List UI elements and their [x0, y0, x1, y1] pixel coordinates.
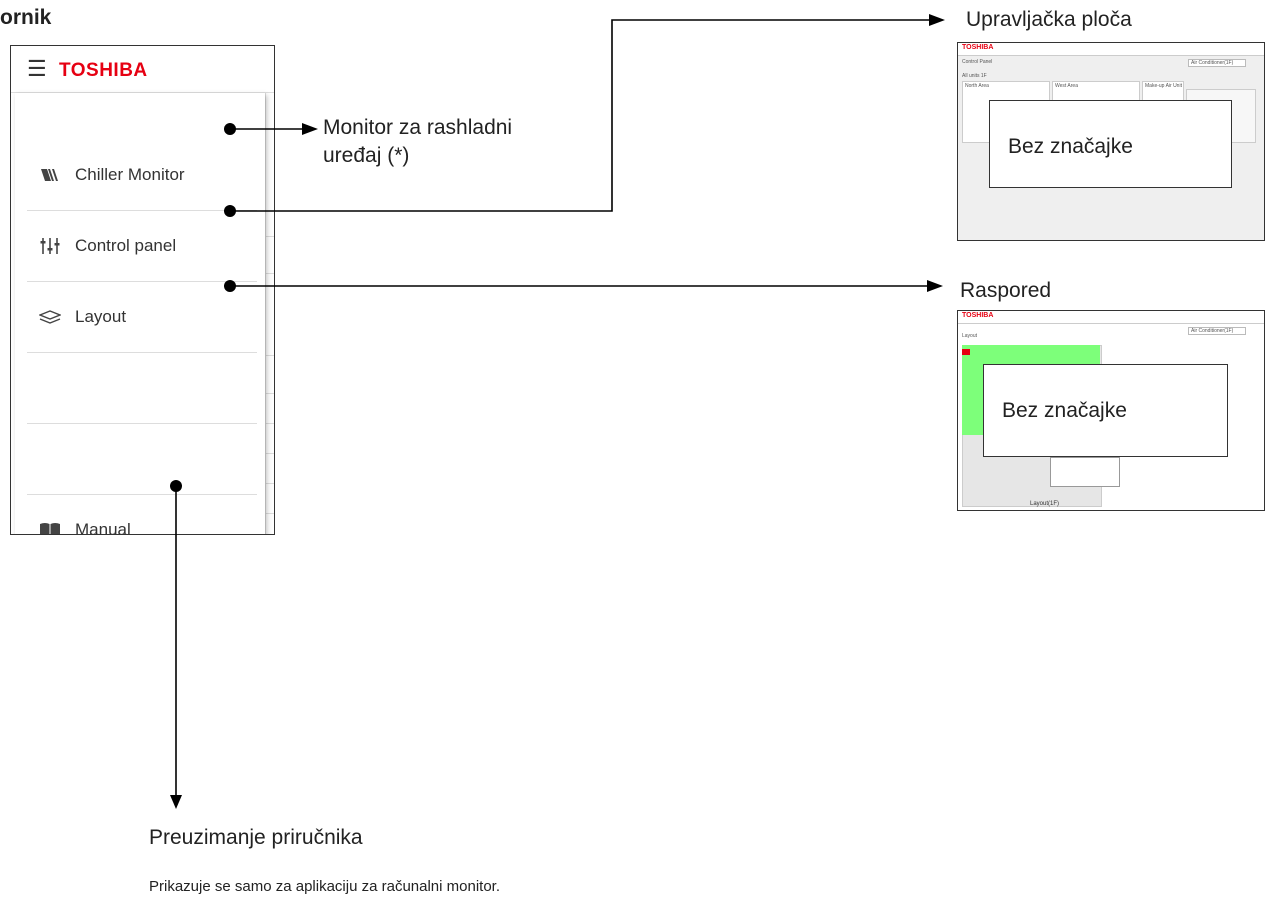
dot-chiller-monitor: [224, 123, 236, 135]
no-feature-box-layout: Bez značajke: [983, 364, 1228, 457]
menu-item-empty: [15, 424, 257, 495]
menu-item-label: Manual: [75, 520, 131, 535]
menu-item-chiller-monitor[interactable]: Chiller Monitor: [15, 140, 257, 211]
book-icon: [40, 523, 60, 534]
arrowhead-layout: [927, 280, 943, 292]
brand-logo: TOSHIBA: [59, 60, 148, 81]
menu-item-label: Chiller Monitor: [75, 165, 185, 184]
section-heading: ornik: [0, 6, 52, 29]
chiller-icon: [41, 169, 58, 181]
menu-item-control-panel[interactable]: Control panel: [15, 211, 257, 282]
dot-layout: [224, 280, 236, 292]
dot-manual: [170, 480, 182, 492]
manual-callout-note: Prikazuje se samo za aplikaciju za račun…: [149, 878, 500, 895]
menu-item-label: Control panel: [75, 236, 177, 255]
background-page-strip: [265, 93, 274, 534]
arrowhead-manual: [170, 795, 182, 809]
menu-item-layout[interactable]: Layout: [15, 282, 257, 353]
manual-callout-title: Preuzimanje priručnika: [149, 826, 363, 849]
hamburger-icon[interactable]: ☰: [27, 56, 47, 81]
menu-header: ☰ TOSHIBA: [11, 46, 274, 93]
dot-control-panel: [224, 205, 236, 217]
menu-item-empty: [15, 353, 257, 424]
menu-item-label: Layout: [75, 307, 127, 326]
sliders-icon: [40, 238, 60, 254]
no-feature-box-control-panel: Bez značajke: [989, 100, 1232, 188]
menu-panel: Chiller Monitor Control panel Layout: [15, 93, 265, 535]
control-panel-callout-title: Upravljačka ploča: [966, 8, 1132, 31]
arrowhead-control-panel: [929, 14, 945, 26]
chiller-monitor-callout: Monitor za rashladni uređaj (*): [323, 116, 513, 167]
menu-item-manual[interactable]: Manual: [15, 495, 257, 535]
layout-callout-title: Raspored: [960, 279, 1052, 302]
arrowhead-chiller: [302, 123, 318, 135]
layers-icon: [39, 310, 61, 324]
